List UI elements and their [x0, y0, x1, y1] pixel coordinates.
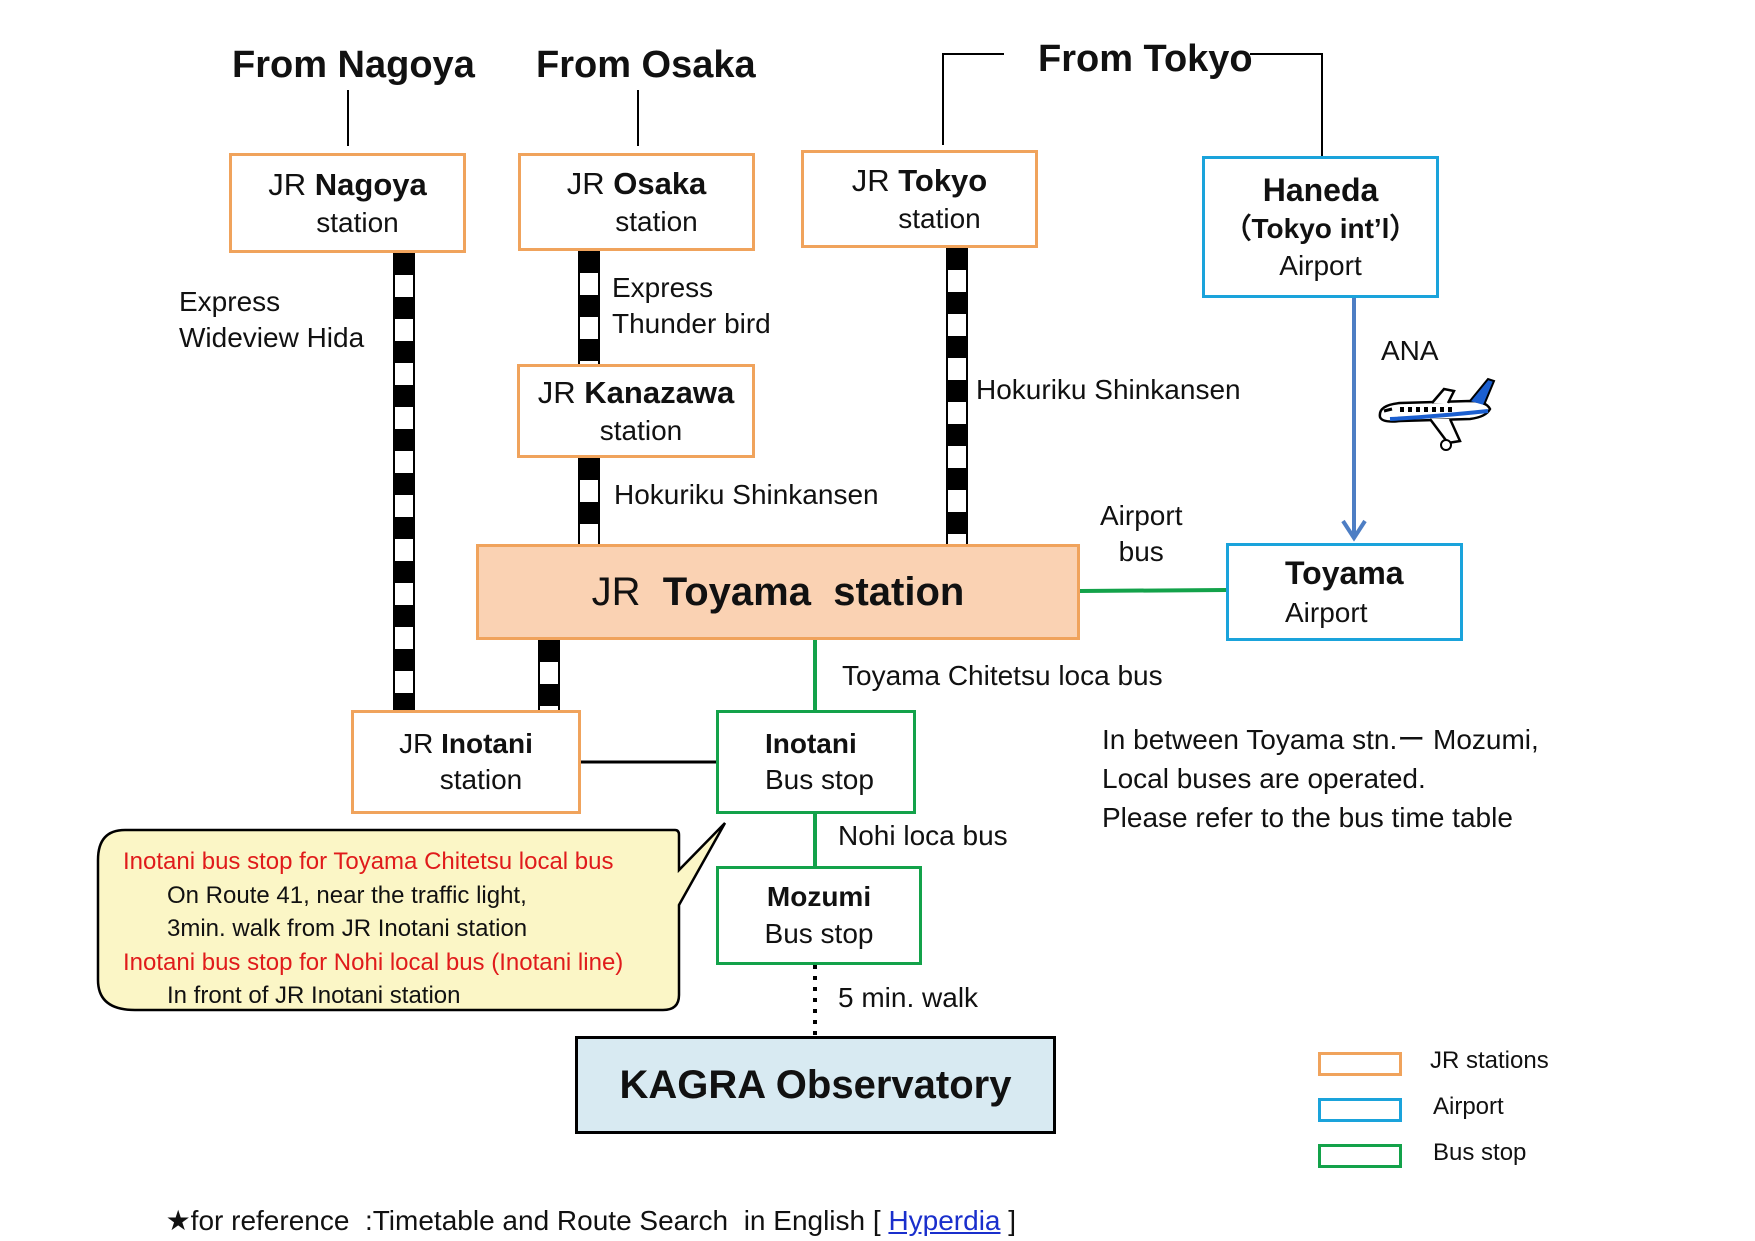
label-ana: ANA — [1381, 335, 1439, 366]
station-prefix: JR — [268, 166, 307, 202]
rail-nagoya-inotani — [393, 253, 415, 710]
rail-tokyo-toyama — [946, 248, 968, 544]
airport-label: Airport — [1279, 249, 1362, 281]
note-line-1: In between Toyama stn.ー Mozumi, — [1102, 724, 1539, 755]
legend-bus-swatch — [1318, 1144, 1402, 1168]
callout-line-2: 3min. walk from JR Inotani station — [167, 915, 528, 942]
station-name: Tokyo — [898, 162, 988, 198]
airport-name: Toyama — [1285, 555, 1404, 591]
callout-line-1: On Route 41, near the traffic light, — [167, 881, 527, 909]
callout-heading-1: Inotani bus stop for Toyama Chitetsu loc… — [123, 848, 614, 875]
legend-airport-label: Airport — [1433, 1093, 1504, 1120]
station-prefix: JR — [537, 374, 576, 410]
station-sub: station — [316, 206, 399, 238]
label-line-1: Express — [179, 286, 281, 317]
station-name: Inotani — [441, 727, 533, 759]
legend-bus-label: Bus stop — [1433, 1139, 1527, 1166]
label-express-thunderbird: Express Thunder bird — [612, 270, 771, 343]
jr-nagoya-station: JR Nagoya station — [229, 153, 466, 253]
legend-jr-label: JR stations — [1430, 1047, 1549, 1074]
station-name: Toyama station — [662, 570, 965, 614]
bus-stop-label: Bus stop — [764, 917, 874, 949]
label-line-1: Express — [612, 272, 714, 303]
jr-kanazawa-station: JR Kanazawa station — [517, 364, 755, 458]
airplane-icon — [1378, 377, 1496, 451]
jr-toyama-station: JR Toyama station — [476, 544, 1080, 640]
legend-jr-swatch — [1318, 1052, 1402, 1076]
station-prefix: JR — [399, 727, 434, 759]
rail-toyama-inotani — [538, 640, 560, 710]
jr-osaka-station: JR Osaka station — [518, 153, 755, 251]
airport-label: Airport — [1285, 596, 1368, 628]
airport-sub: （Tokyo int’l） — [1223, 213, 1418, 245]
station-sub: station — [898, 202, 981, 234]
footer-end: ] — [1000, 1205, 1017, 1236]
note-line-3: Please refer to the bus time table — [1102, 802, 1513, 833]
label-express-wideview: Express Wideview Hida — [179, 284, 364, 357]
station-prefix: JR — [591, 570, 641, 614]
station-sub: station — [439, 764, 523, 795]
label-walk: 5 min. walk — [838, 982, 979, 1013]
mozumi-bus-stop: Mozumi Bus stop — [716, 866, 922, 965]
station-sub: station — [615, 205, 698, 237]
label-hokuriku-shinkansen-tokyo: Hokuriku Shinkansen — [976, 374, 1241, 405]
toyama-airport: Toyama Airport — [1226, 543, 1463, 641]
station-prefix: JR — [851, 162, 890, 198]
footer-text: ★for reference :Timetable and Route Sear… — [165, 1205, 889, 1236]
rail-kanazawa-toyama — [578, 458, 600, 544]
kagra-observatory: KAGRA Observatory — [575, 1036, 1056, 1134]
callout-bubble — [96, 822, 727, 1012]
bus-note: In between Toyama stn.ー Mozumi, Local bu… — [1102, 720, 1539, 837]
bus-stop-label: Bus stop — [765, 764, 874, 795]
label-airport-bus: Airport bus — [1100, 498, 1182, 571]
callout-text: Inotani bus stop for Toyama Chitetsu loc… — [123, 845, 623, 1013]
bus-stop-name: Mozumi — [766, 881, 872, 913]
kagra-label: KAGRA Observatory — [619, 1063, 1012, 1107]
airport-name: Haneda — [1262, 171, 1379, 208]
label-line-2: Wideview Hida — [179, 322, 365, 354]
legend-airport-swatch — [1318, 1098, 1402, 1122]
inotani-bus-stop: Inotani Bus stop — [716, 710, 916, 814]
note-line-2: Local buses are operated. — [1102, 763, 1426, 794]
hyperdia-link[interactable]: Hyperdia — [888, 1205, 1001, 1236]
jr-inotani-station: JR Inotani station — [351, 710, 581, 814]
label-nohi-bus: Nohi loca bus — [838, 820, 1008, 851]
footer-reference: ★for reference :Timetable and Route Sear… — [150, 1172, 1017, 1237]
rail-osaka-kanazawa — [578, 251, 600, 364]
label-line-2: Thunder bird — [612, 308, 771, 340]
station-name: Nagoya — [314, 166, 427, 202]
header-from-osaka: From Osaka — [536, 44, 756, 86]
station-sub: station — [599, 414, 683, 446]
callout-line-3: In front of JR Inotani station — [167, 982, 461, 1009]
callout-heading-2: Inotani bus stop for Nohi local bus (Ino… — [123, 948, 624, 976]
label-hokuriku-shinkansen-kanazawa: Hokuriku Shinkansen — [614, 479, 879, 510]
station-name: Osaka — [613, 165, 707, 201]
label-line-1: Airport — [1100, 500, 1183, 531]
label-toyama-chitetsu: Toyama Chitetsu loca bus — [842, 660, 1163, 691]
jr-tokyo-station: JR Tokyo station — [801, 150, 1038, 248]
header-from-nagoya: From Nagoya — [232, 44, 475, 86]
station-prefix: JR — [566, 165, 605, 201]
station-name: Kanazawa — [584, 374, 735, 410]
header-from-tokyo: From Tokyo — [1038, 38, 1253, 80]
bus-stop-name: Inotani — [765, 727, 857, 759]
haneda-airport: Haneda （Tokyo int’l） Airport — [1202, 156, 1439, 298]
label-line-2: bus — [1118, 536, 1164, 568]
